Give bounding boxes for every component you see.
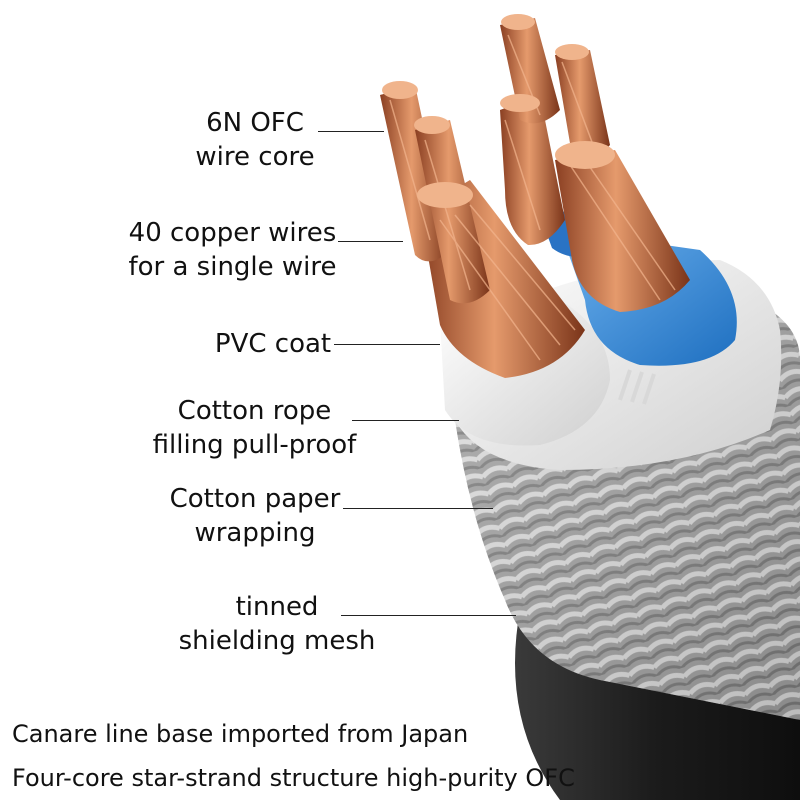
label-line: 40 copper wires xyxy=(128,218,337,248)
label-6n-ofc-wire-core: 6N OFC wire core xyxy=(190,106,320,174)
caption-structure: Four-core star-strand structure high-pur… xyxy=(12,764,575,792)
leader-line xyxy=(343,508,493,509)
label-tinned-shielding-mesh: tinned shielding mesh xyxy=(172,590,382,658)
leader-line xyxy=(341,615,516,616)
label-line: filling pull-proof xyxy=(152,430,357,460)
label-copper-wires: 40 copper wires for a single wire xyxy=(120,216,345,284)
label-line: PVC coat xyxy=(214,329,332,359)
label-line: Cotton rope xyxy=(177,396,332,426)
caption-canare: Canare line base imported from Japan xyxy=(12,720,469,748)
leader-line xyxy=(318,131,384,132)
label-line: wrapping xyxy=(194,518,316,548)
label-line: Cotton paper xyxy=(169,484,341,514)
label-line: tinned xyxy=(235,592,319,622)
label-cotton-rope: Cotton rope filling pull-proof xyxy=(142,394,367,462)
leader-line xyxy=(334,344,440,345)
label-line: 6N OFC xyxy=(206,108,304,138)
label-cotton-paper: Cotton paper wrapping xyxy=(160,482,350,550)
leader-line xyxy=(338,241,403,242)
label-line: for a single wire xyxy=(128,252,337,282)
leader-line xyxy=(352,420,459,421)
label-line: shielding mesh xyxy=(178,626,376,656)
label-pvc-coat: PVC coat xyxy=(212,327,334,361)
label-line: wire core xyxy=(195,142,315,172)
